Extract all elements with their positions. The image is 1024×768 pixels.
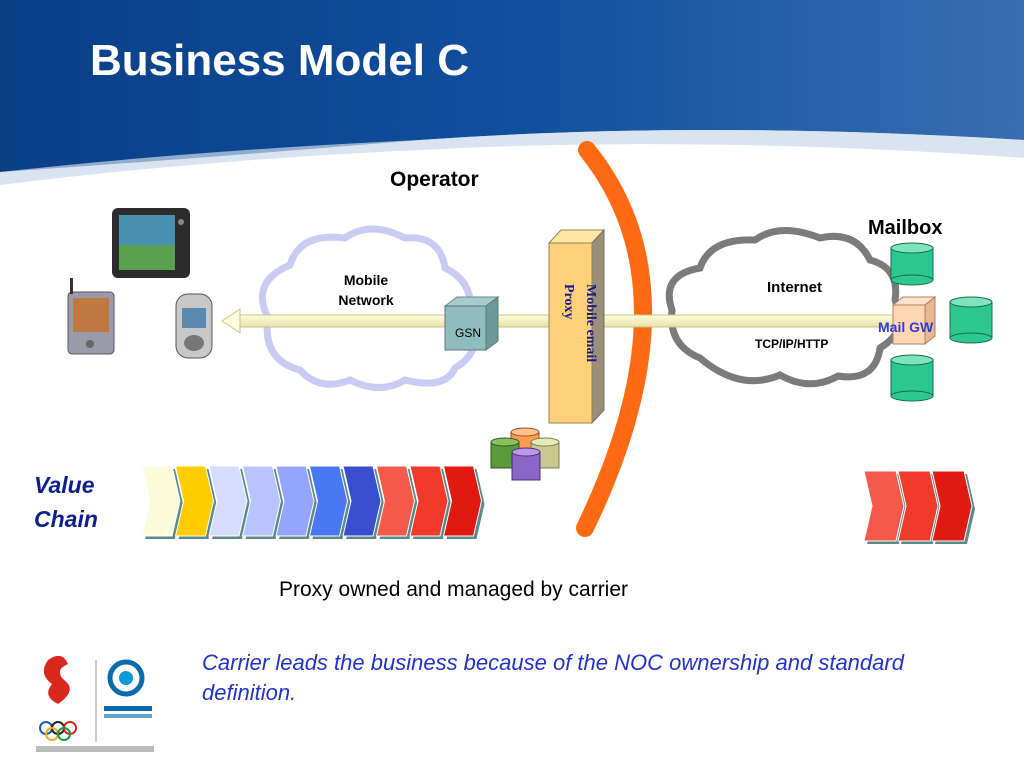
value-chain-chevron bbox=[375, 465, 416, 537]
mailbox-database-icon bbox=[890, 354, 934, 402]
gsn-node bbox=[443, 296, 500, 351]
china-mobile-logo bbox=[104, 659, 152, 718]
value-chain-chevron bbox=[275, 465, 315, 537]
mailbox-label: Mailbox bbox=[868, 217, 943, 239]
value-chain-label-1: Value bbox=[34, 472, 95, 498]
business-note: Carrier leads the business because of th… bbox=[202, 650, 904, 705]
value-chain-chevron bbox=[141, 465, 181, 537]
internet-label: Internet bbox=[767, 279, 823, 296]
mailbox-database-icon bbox=[949, 296, 993, 344]
gsn-label: GSN bbox=[455, 326, 482, 340]
value-chain-chevron bbox=[442, 465, 483, 537]
slide-title: Business Model C bbox=[90, 36, 469, 85]
value-chain-chevron bbox=[863, 470, 905, 542]
beijing-olympics-logo bbox=[39, 655, 77, 741]
mobile-network-line-2: Network bbox=[338, 292, 394, 308]
mail-gw-label: Mail GW bbox=[878, 319, 934, 335]
value-chain-chevron bbox=[174, 465, 215, 537]
proxy-caption: Proxy owned and managed by carrier bbox=[279, 578, 629, 601]
tablet-device-icon bbox=[112, 208, 190, 278]
value-chain-chevron bbox=[208, 465, 248, 537]
value-chain-right bbox=[863, 470, 975, 544]
tcpip-label: TCP/IP/HTTP bbox=[755, 337, 829, 351]
value-chain-chevron bbox=[931, 470, 973, 542]
database-stack-icon bbox=[490, 427, 560, 481]
internet-cloud bbox=[665, 226, 904, 388]
value-chain-chevron bbox=[308, 465, 349, 537]
mobile-network-label: Mobile Network bbox=[320, 270, 412, 310]
value-chain-chevron bbox=[342, 465, 382, 537]
value-chain-left bbox=[141, 465, 485, 539]
mobile-email-proxy-tower bbox=[547, 228, 606, 425]
value-chain-chevron bbox=[241, 465, 282, 537]
value-chain-chevron bbox=[897, 470, 939, 542]
header-swoosh bbox=[0, 130, 1024, 185]
operator-label: Operator bbox=[390, 168, 479, 191]
mobile-network-cloud bbox=[258, 225, 479, 391]
value-chain-label-2: Chain bbox=[34, 506, 98, 532]
pda-device-icon bbox=[67, 278, 115, 355]
mailbox-database-icon bbox=[890, 242, 934, 286]
proxy-line-1: Mobile email bbox=[583, 284, 598, 363]
header-background bbox=[0, 0, 1024, 172]
mobile-network-line-1: Mobile bbox=[343, 272, 389, 288]
mail-gw-node bbox=[891, 295, 937, 346]
value-chain-chevron bbox=[409, 465, 449, 537]
proxy-label: Mobile email Proxy bbox=[551, 284, 601, 394]
mobile-phone-icon bbox=[175, 293, 213, 359]
logo-footer-text bbox=[36, 746, 154, 752]
proxy-line-2: Proxy bbox=[561, 284, 576, 320]
